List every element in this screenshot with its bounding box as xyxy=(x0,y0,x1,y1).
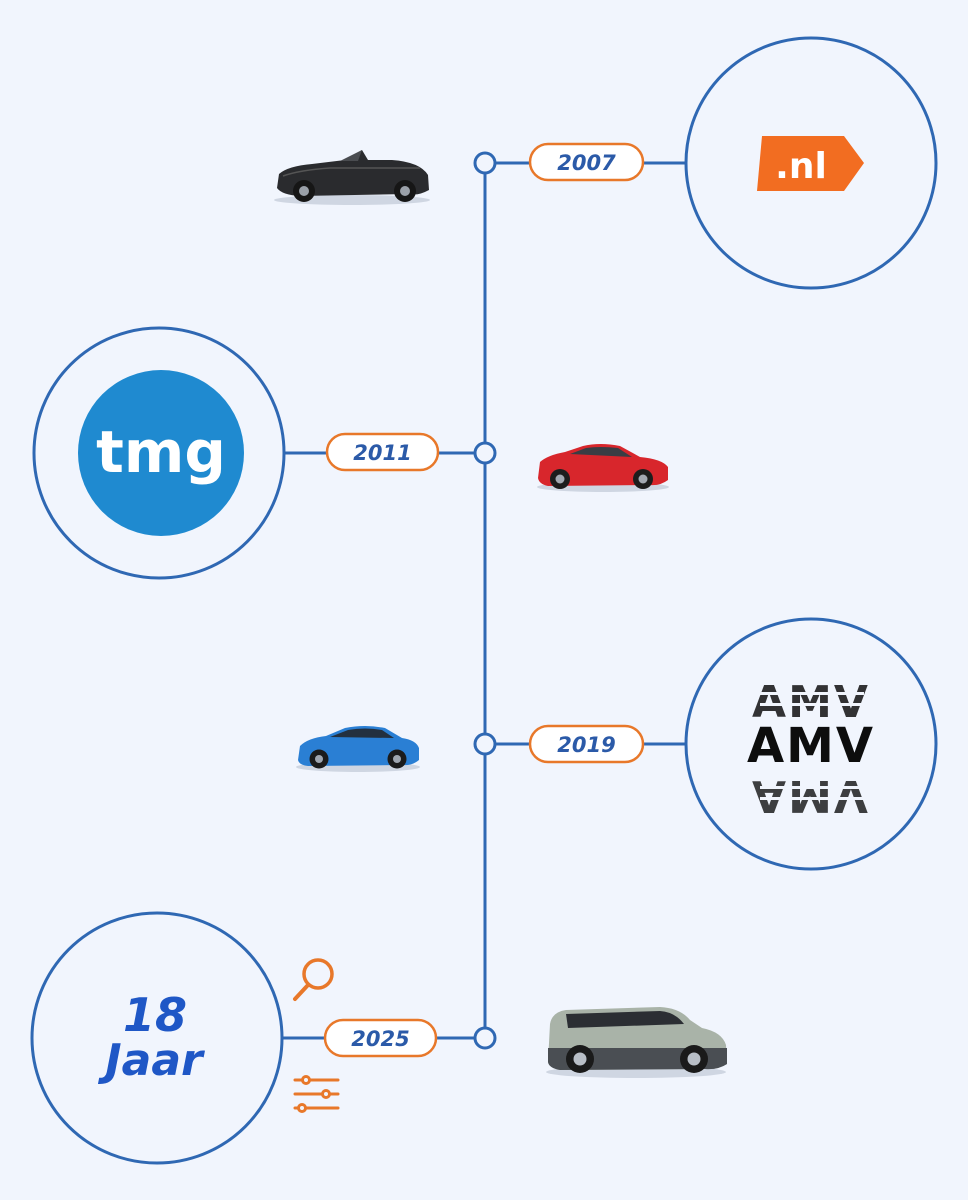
grey-compact-suv-car xyxy=(546,1007,727,1078)
blue-suv-coupe-car xyxy=(296,726,420,772)
year-label-2019: 2019 xyxy=(557,733,615,757)
year-pill-2025 xyxy=(323,1018,438,1058)
red-hatchback-car xyxy=(537,444,669,492)
nl-logo-tag xyxy=(757,136,864,191)
sliders-icon xyxy=(293,1075,340,1113)
year-label-2007: 2007 xyxy=(557,151,616,175)
search-icon xyxy=(293,958,334,1001)
logo-circle-amv xyxy=(684,617,938,871)
year-pill-2007 xyxy=(528,142,645,182)
svg-text:AMV: AMV xyxy=(747,718,875,774)
anniversary-circle xyxy=(30,911,284,1165)
milestone-2025: 2025 18 Jaar xyxy=(30,911,727,1165)
year-pill-2019 xyxy=(528,724,645,764)
timeline-node-2007 xyxy=(473,151,497,175)
year-label-2025: 2025 xyxy=(351,1027,409,1051)
tmg-logo-disc xyxy=(78,370,244,536)
anniversary-word: Jaar xyxy=(97,1035,205,1086)
milestone-2019: 2019 AMV AMV AMV xyxy=(296,617,938,871)
svg-text:AMV: AMV xyxy=(752,770,870,821)
year-label-2011: 2011 xyxy=(353,441,411,465)
milestone-2011: 2011 tmg xyxy=(32,326,669,580)
svg-text:AMV: AMV xyxy=(752,677,870,728)
black-convertible-car xyxy=(274,150,430,205)
tmg-logo-text: tmg xyxy=(96,418,226,486)
timeline-node-2011 xyxy=(473,441,497,465)
year-pill-2011 xyxy=(325,432,440,472)
nl-logo-text: .nl xyxy=(775,146,827,187)
timeline-node-2019 xyxy=(473,732,497,756)
amv-logo: AMV AMV AMV xyxy=(747,677,875,821)
anniversary-number: 18 xyxy=(123,988,187,1042)
milestone-2007: 2007 .nl xyxy=(274,36,938,290)
timeline-node-2025 xyxy=(473,1026,497,1050)
